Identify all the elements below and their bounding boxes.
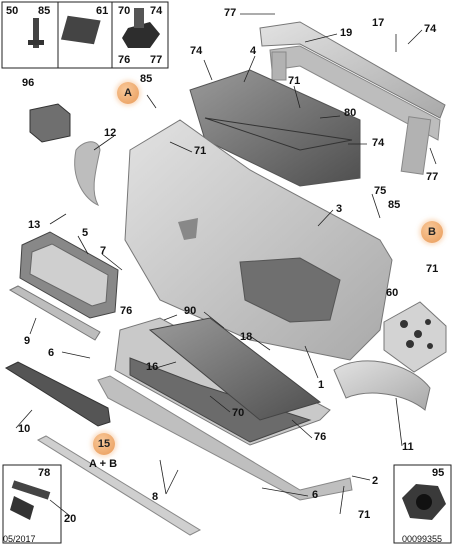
ref-17: 17 <box>372 17 385 29</box>
fastener-panel <box>1 1 169 69</box>
ref-74-a: 74 <box>424 23 437 35</box>
nut-icon <box>402 484 446 520</box>
ref-18: 18 <box>240 331 253 343</box>
ref-95: 95 <box>432 467 445 479</box>
upper-grille <box>19 231 119 319</box>
bumper-cover <box>124 119 393 361</box>
chrome-strip <box>8 285 101 341</box>
lower-lip <box>97 375 353 501</box>
side-deflector <box>74 141 101 207</box>
ref-3: 3 <box>336 203 343 215</box>
ref-4: 4 <box>250 45 257 57</box>
ref-78: 78 <box>38 467 51 479</box>
ref-70: 70 <box>232 407 245 419</box>
ref-10: 10 <box>18 423 31 435</box>
ref-90: 90 <box>184 305 197 317</box>
ref-75: 75 <box>374 185 387 197</box>
badge-b: B <box>421 221 443 243</box>
screw-icon <box>10 480 51 520</box>
leader-lines <box>15 13 437 517</box>
badge-15: 15 <box>93 433 115 455</box>
ref-80: 80 <box>344 107 357 119</box>
ref-77-a: 77 <box>224 7 237 19</box>
ref-50: 50 <box>6 5 19 17</box>
ref-13: 13 <box>28 219 41 231</box>
push-clip-icon <box>28 18 44 48</box>
ref-20: 20 <box>64 513 77 525</box>
ref-12: 12 <box>104 127 117 139</box>
ref-85-a: 85 <box>140 73 153 85</box>
under-panel <box>148 317 322 421</box>
ref-74-c: 74 <box>372 137 385 149</box>
ref-6-a: 6 <box>48 347 55 359</box>
ref-76-panel: 76 <box>118 54 131 66</box>
ref-76-b: 76 <box>314 431 327 443</box>
ref-61: 61 <box>96 5 109 17</box>
ref-16: 16 <box>146 361 159 373</box>
diagram-ref: 00099355 <box>402 534 443 544</box>
reinforcement-beam <box>259 21 446 175</box>
ref-71-a: 71 <box>288 75 301 87</box>
lower-grille <box>4 361 111 427</box>
ref-71-b: 71 <box>194 145 207 157</box>
badge-a: A <box>117 82 139 104</box>
ref-19: 19 <box>340 27 353 39</box>
ref-9: 9 <box>24 335 31 347</box>
ref-74-panel: 74 <box>150 5 163 17</box>
ref-85-panel: 85 <box>38 5 51 17</box>
ref-1: 1 <box>318 379 325 391</box>
ref-5: 5 <box>82 227 89 239</box>
ref-96: 96 <box>22 77 35 89</box>
corner-trim <box>333 360 431 411</box>
hex-bolt-icon <box>122 8 160 48</box>
ref-74-b: 74 <box>190 45 203 57</box>
date-code: 05/2017 <box>3 534 36 544</box>
ref-11: 11 <box>402 441 414 453</box>
ref-85-b: 85 <box>388 199 401 211</box>
ref-2: 2 <box>372 475 379 487</box>
ref-71-d: 71 <box>358 509 371 521</box>
fastener-kit <box>383 301 447 373</box>
sensor-block <box>29 103 71 143</box>
ref-60: 60 <box>386 287 399 299</box>
badge-15-caption: A + B <box>89 458 118 470</box>
ref-76-a: 76 <box>120 305 133 317</box>
ref-77-b: 77 <box>426 171 439 183</box>
ref-70-panel: 70 <box>118 5 131 17</box>
lower-trim-strip <box>36 435 202 536</box>
ref-7: 7 <box>100 245 107 257</box>
ref-77-panel: 77 <box>150 54 163 66</box>
plate-icon <box>60 15 101 45</box>
ref-71-c: 71 <box>426 263 439 275</box>
ref-6-b: 6 <box>312 489 319 501</box>
ref-8: 8 <box>152 491 159 503</box>
